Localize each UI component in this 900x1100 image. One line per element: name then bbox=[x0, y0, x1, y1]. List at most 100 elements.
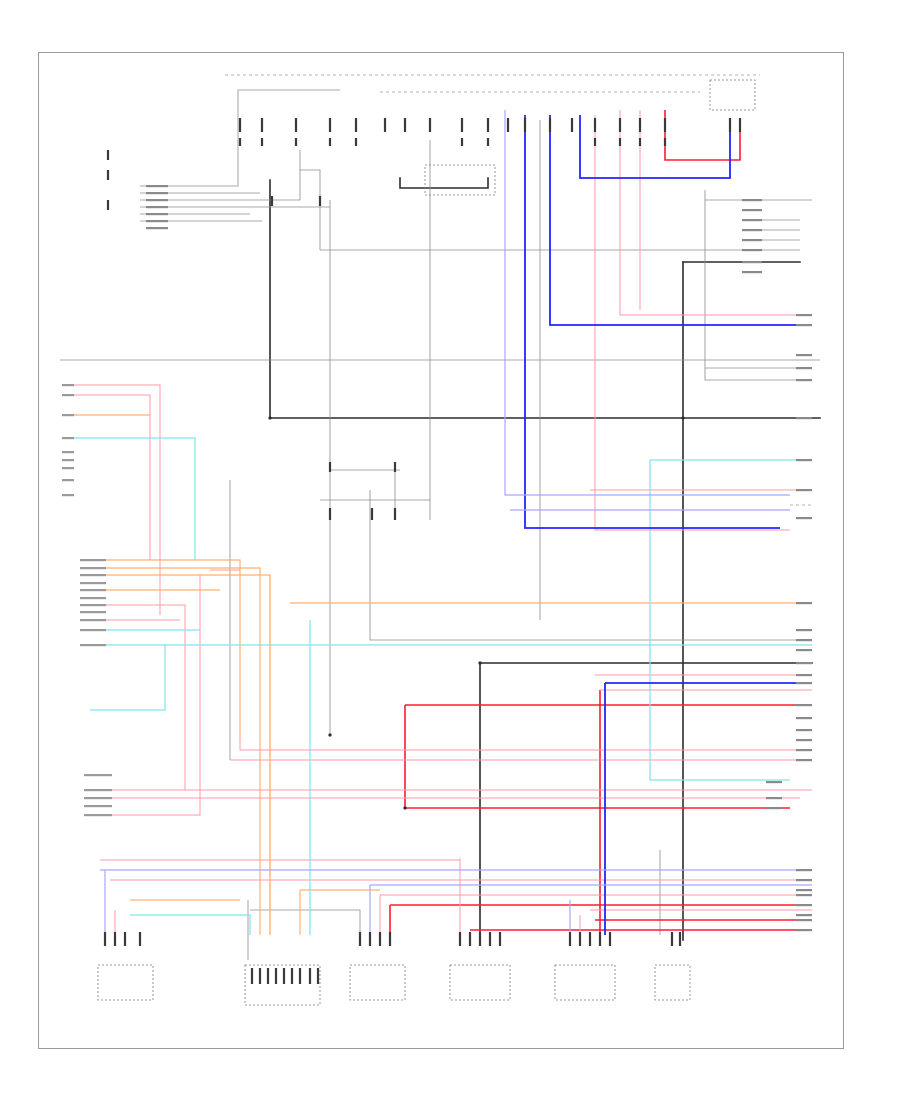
pin-label-mark bbox=[62, 479, 74, 482]
blue-wire bbox=[549, 115, 812, 326]
pin-label-mark bbox=[84, 774, 112, 777]
pin-label-mark bbox=[80, 604, 106, 607]
pink-wire bbox=[70, 394, 151, 560]
pin-label-mark bbox=[80, 597, 106, 600]
cyan-wire bbox=[90, 645, 166, 711]
pin-label-mark bbox=[796, 919, 812, 922]
red-wire-group bbox=[389, 110, 812, 935]
pin-label-mark bbox=[80, 582, 106, 585]
pin-label-mark bbox=[796, 459, 812, 462]
gray-wire bbox=[140, 150, 301, 201]
pin-label-mark bbox=[742, 209, 762, 212]
pin-label-mark bbox=[62, 467, 74, 470]
junction-dot bbox=[681, 416, 685, 420]
pin-label-mark bbox=[84, 797, 112, 800]
gray-wire bbox=[250, 909, 361, 935]
pin-label-mark bbox=[84, 814, 112, 817]
pin-label-mark bbox=[84, 805, 112, 808]
pin-label-mark bbox=[62, 414, 74, 417]
component-box bbox=[349, 964, 406, 1001]
pin-label-mark bbox=[796, 517, 812, 520]
pin-label-mark bbox=[146, 192, 168, 195]
blue-wire bbox=[579, 115, 731, 179]
pin-label-mark bbox=[146, 206, 168, 209]
component-box bbox=[709, 79, 756, 111]
pink-wire-group bbox=[70, 110, 812, 935]
pink-wire bbox=[210, 569, 812, 751]
orange-wire bbox=[90, 574, 271, 935]
pin-label-mark bbox=[796, 602, 812, 605]
violet-wire bbox=[504, 110, 790, 496]
pin-label-mark bbox=[796, 739, 812, 742]
orange-wire bbox=[90, 559, 241, 740]
gray-wire-group bbox=[60, 89, 820, 960]
pin-label-mark bbox=[146, 199, 168, 202]
pin-label-mark bbox=[742, 271, 762, 274]
component-box bbox=[654, 964, 691, 1001]
pink-wire bbox=[70, 384, 161, 615]
pin-label-mark bbox=[742, 261, 762, 264]
pin-label-mark bbox=[146, 213, 168, 216]
pin-label-mark bbox=[84, 789, 112, 792]
pin-label-mark bbox=[796, 379, 812, 382]
component-box bbox=[97, 964, 154, 1001]
component-box bbox=[244, 964, 321, 1006]
junction-dot bbox=[268, 416, 272, 420]
pin-label-mark bbox=[796, 889, 812, 892]
component-box bbox=[449, 964, 511, 1001]
pin-label-mark bbox=[742, 219, 762, 222]
pin-label-mark bbox=[742, 249, 762, 252]
pink-wire bbox=[90, 575, 201, 816]
pin-label-mark bbox=[796, 354, 812, 357]
connector-pin-group bbox=[103, 118, 742, 984]
pink-wire bbox=[594, 115, 790, 531]
pin-label-mark bbox=[796, 367, 812, 370]
pin-label-mark bbox=[796, 929, 812, 932]
pin-label-mark bbox=[796, 682, 812, 685]
blue-wire-group bbox=[524, 115, 812, 935]
component-box-group bbox=[97, 79, 756, 1006]
junction-group bbox=[268, 416, 685, 810]
pin-label-mark bbox=[796, 879, 812, 882]
pin-label-mark bbox=[766, 797, 782, 800]
pin-label-mark bbox=[796, 717, 812, 720]
pin-label-mark bbox=[796, 904, 812, 907]
black-wire-group bbox=[269, 177, 821, 941]
pin-label-mark bbox=[796, 674, 812, 677]
gray-wire bbox=[140, 89, 340, 187]
pin-label-mark bbox=[796, 314, 812, 317]
pin-label-mark bbox=[62, 459, 74, 462]
pin-label-mark bbox=[80, 589, 106, 592]
diagram-frame bbox=[38, 52, 844, 1049]
pin-label-mark bbox=[796, 639, 812, 642]
pin-label-mark bbox=[766, 807, 782, 810]
cyan-wire bbox=[130, 914, 251, 935]
pin-label-mark bbox=[62, 384, 74, 387]
pin-label-mark bbox=[796, 649, 812, 652]
pin-label-mark bbox=[796, 417, 812, 420]
pin-label-mark bbox=[62, 494, 74, 497]
cyan-wire bbox=[70, 437, 196, 560]
pin-label-mark bbox=[796, 729, 812, 732]
orange-wire bbox=[90, 567, 261, 935]
component-box bbox=[424, 164, 496, 196]
pin-label-mark bbox=[80, 644, 106, 647]
red-wire bbox=[404, 705, 790, 809]
pin-label-mark bbox=[796, 759, 812, 762]
pin-label-mark bbox=[80, 574, 106, 577]
violet-wire-group bbox=[100, 110, 812, 935]
pin-label-mark bbox=[796, 749, 812, 752]
pin-label-mark bbox=[62, 394, 74, 397]
pin-label-mark bbox=[80, 567, 106, 570]
pin-label-mark bbox=[742, 229, 762, 232]
pin-label-mark bbox=[766, 781, 782, 784]
black-wire bbox=[269, 179, 821, 419]
gray-wire bbox=[369, 490, 812, 641]
pin-label-mark bbox=[796, 704, 812, 707]
pink-wire bbox=[90, 604, 186, 790]
pin-label-mark bbox=[796, 914, 812, 917]
component-box bbox=[554, 964, 616, 1001]
blue-wire bbox=[524, 115, 780, 529]
pin-label-mark bbox=[80, 619, 106, 622]
